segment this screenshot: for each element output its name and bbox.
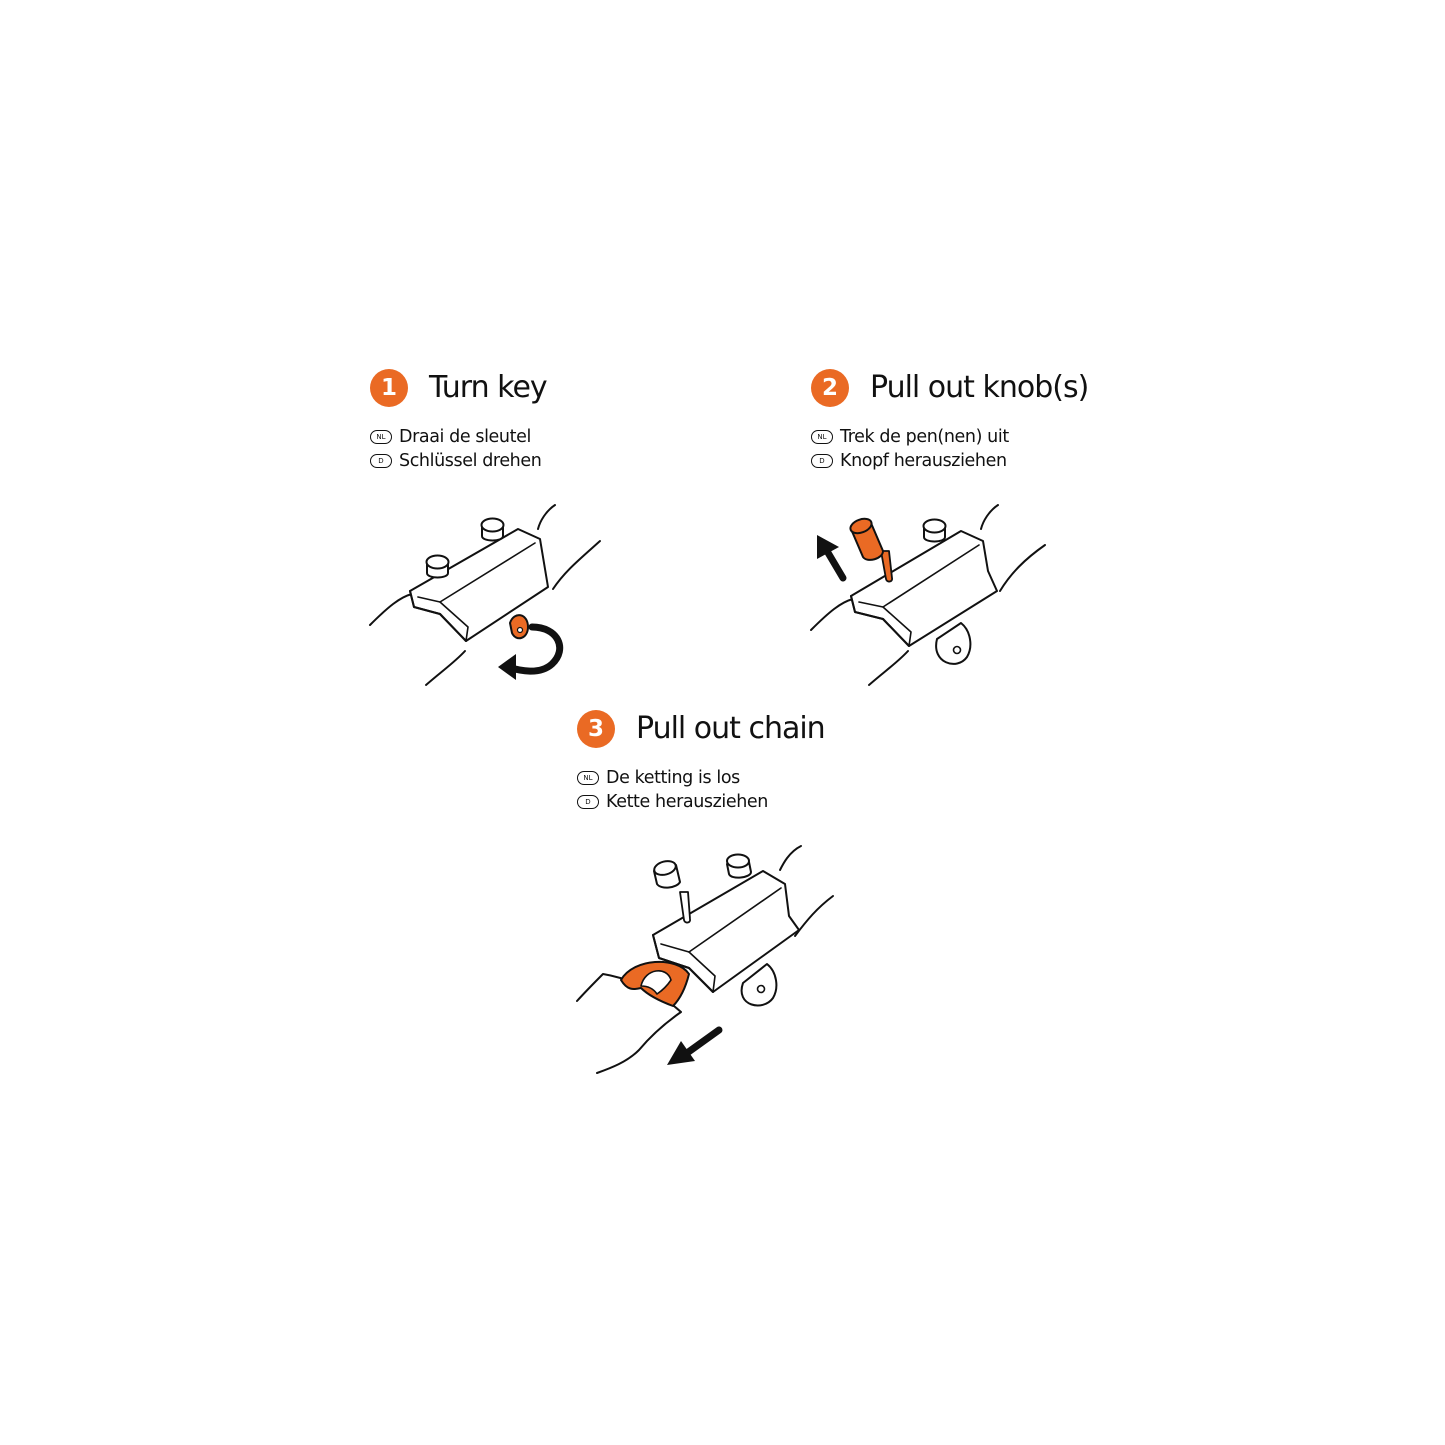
step-1-illustration	[369, 504, 601, 686]
step-3-title: Pull out chain	[636, 711, 826, 746]
language-badge-nl: NL	[370, 430, 392, 444]
pulled-knob	[849, 517, 893, 583]
step-1-dutch-text: Draai de sleutel	[399, 427, 531, 447]
step-1-header: 1 Turn key	[370, 369, 548, 407]
step-2-illustration	[810, 504, 1046, 686]
knob-icon	[425, 517, 505, 579]
rotate-arrow-icon	[498, 623, 564, 680]
step-3-dutch-line: NL De ketting is los	[577, 768, 740, 788]
language-badge-d: D	[811, 454, 833, 468]
lock-body	[850, 530, 998, 647]
step-2-dutch-text: Trek de pen(nen) uit	[840, 427, 1009, 447]
step-2-number-badge: 2	[811, 369, 849, 407]
step-3-header: 3 Pull out chain	[577, 710, 826, 748]
step-3-number-badge: 3	[577, 710, 615, 748]
step-2-german-text: Knopf herausziehen	[840, 451, 1007, 471]
language-badge-nl: NL	[577, 771, 599, 785]
step-3-german-text: Kette herausziehen	[606, 792, 768, 812]
step-2-dutch-line: NL Trek de pen(nen) uit	[811, 427, 1009, 447]
chain-link-icon	[620, 961, 690, 1007]
step-1-dutch-line: NL Draai de sleutel	[370, 427, 531, 447]
step-3-illustration	[576, 845, 834, 1074]
language-badge-nl: NL	[811, 430, 833, 444]
knob-icon	[653, 853, 752, 924]
step-3-german-line: D Kette herausziehen	[577, 792, 768, 812]
lock-body	[409, 528, 549, 642]
chain-tube	[779, 845, 834, 937]
language-badge-d: D	[577, 795, 599, 809]
step-2-german-line: D Knopf herausziehen	[811, 451, 1007, 471]
lock-body	[652, 870, 800, 993]
pull-arrow-icon	[667, 1026, 723, 1065]
lock-hinge-tab	[935, 622, 972, 665]
step-2-header: 2 Pull out knob(s)	[811, 369, 1089, 407]
pull-arrow-icon	[817, 535, 847, 582]
step-1-number-badge: 1	[370, 369, 408, 407]
step-1-german-text: Schlüssel drehen	[399, 451, 542, 471]
chain-tube	[369, 504, 601, 686]
step-3-dutch-text: De ketting is los	[606, 768, 740, 788]
lock-hinge-tab	[740, 963, 778, 1007]
chain-tube	[810, 504, 1046, 686]
step-2-title: Pull out knob(s)	[870, 370, 1089, 405]
step-1-title: Turn key	[429, 370, 548, 405]
language-badge-d: D	[370, 454, 392, 468]
step-1-german-line: D Schlüssel drehen	[370, 451, 542, 471]
key-icon	[509, 614, 529, 640]
knob-icon	[922, 518, 947, 543]
